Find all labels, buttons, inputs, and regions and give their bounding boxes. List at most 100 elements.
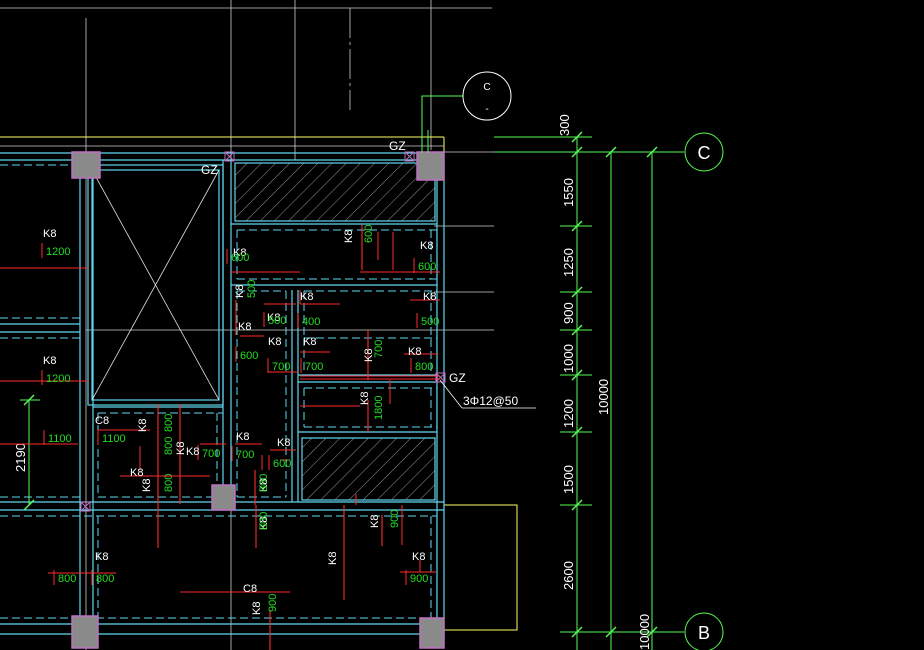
slab-mark-value: 700 — [305, 361, 323, 373]
slab-mark: C8 1100 — [95, 415, 150, 445]
dim-1000: 1000 — [561, 344, 576, 373]
dim-1200: 1200 — [561, 399, 576, 428]
slab-mark-value: 1100 — [102, 433, 126, 445]
axis-bubble-c-right: C — [684, 132, 724, 172]
rebar-note: 3Φ12@50 — [300, 375, 536, 409]
slab-mark-value: 700 — [236, 449, 254, 461]
slab-mark-value: 800 — [163, 414, 175, 432]
slab-mark-code: K8 — [363, 349, 375, 362]
slab-mark-value: 800 — [96, 573, 114, 585]
column — [211, 484, 236, 511]
dim-2600: 2600 — [561, 561, 576, 590]
gz-label-top: GZ — [389, 139, 406, 153]
slab-mark-code: K8 — [141, 479, 153, 492]
slab-mark-code: K8 — [359, 392, 371, 405]
slab-mark-value: 700 — [373, 340, 385, 358]
slab-mark: K8 700 — [300, 336, 330, 373]
slab-mark-code: C8 — [243, 583, 257, 595]
slab-mark: K8 1200 — [0, 228, 88, 269]
column — [416, 151, 445, 181]
slab-mark-code: K8 — [343, 230, 355, 243]
slab-mark-code: K8 — [268, 336, 281, 348]
slab-mark-code: K8 — [327, 552, 339, 565]
slab-mark-code: K8 — [137, 419, 149, 432]
column — [71, 151, 101, 179]
slab-mark-code: K8 — [412, 551, 425, 563]
slab-mark-code: K8 — [43, 228, 56, 240]
column — [419, 617, 445, 649]
axis-bubble-c-top-label: C — [483, 82, 490, 93]
slab-mark-value: 900 — [389, 510, 401, 528]
slab-mark-value: 800 — [415, 361, 433, 373]
slab-mark-value: 800 — [258, 474, 270, 492]
slab-mark-value: 600 — [273, 458, 291, 470]
dim-1250: 1250 — [561, 248, 576, 277]
dim-1500: 1500 — [561, 465, 576, 494]
axis-bubble-b-right: B — [684, 612, 724, 650]
slab-mark-value: 1200 — [46, 246, 70, 258]
gz-label-shaft: GZ — [201, 163, 218, 177]
slab-mark-code: C8 — [95, 415, 109, 427]
slab-mark-value: 500 — [246, 280, 258, 298]
slab-mark-code: K8 — [233, 247, 246, 259]
shaft-cross — [91, 169, 220, 401]
slab-mark-code: K8 — [300, 291, 313, 303]
axis-bubble-c-right-label: C — [698, 143, 711, 163]
slab-mark-code: K8 — [267, 312, 280, 324]
dim-900: 900 — [561, 302, 576, 324]
slab-mark: K8 900 — [369, 510, 401, 546]
slab-mark-code: K8 — [175, 442, 187, 455]
slab-mark-code: K8 — [258, 517, 270, 530]
axis-bubble-c-top: C - — [421, 71, 512, 153]
slab-mark-value: 700 — [202, 448, 220, 460]
columns — [71, 151, 445, 649]
slab-mark: K8 — [327, 505, 345, 600]
axis-bubble-b-right-label: B — [698, 623, 710, 643]
slab-mark-value: 1200 — [46, 373, 70, 385]
slab-mark-code: K8 — [277, 437, 290, 449]
slab-mark-value: 600 — [240, 350, 258, 362]
slab-mark-code: K8 — [238, 321, 251, 333]
slab-mark-value: 500 — [421, 316, 439, 328]
slab-mark-value: 800 — [258, 512, 270, 530]
axis-bubble-c-top-sub: - — [485, 104, 488, 115]
slab-mark-code: K8 — [95, 551, 108, 563]
dimension-texts: 300 1550 1250 900 1000 1200 1500 2600 10… — [557, 114, 652, 650]
dimension-chain — [494, 131, 684, 650]
dim-total-bottom: 10000 — [637, 614, 652, 650]
slab-mark: K8 600 — [235, 321, 264, 362]
slab-mark: K8 500 — [234, 280, 258, 335]
slab-mark-code: K8 — [369, 515, 381, 528]
left-dimension: 2190 — [13, 394, 40, 511]
dim-total: 10000 — [596, 379, 611, 415]
slab-mark-code: K8 — [408, 346, 421, 358]
slab-mark: C8 — [180, 583, 290, 595]
slab-mark-code: K8 — [303, 336, 316, 348]
slab-mark-value: 600 — [363, 225, 375, 243]
hatched-opening-top — [234, 162, 436, 222]
slab-mark-value: 600 — [418, 261, 436, 273]
gz-marks — [80, 151, 446, 512]
slab-mark: K8 — [120, 467, 210, 479]
slab-mark-value: 800 — [58, 573, 76, 585]
slab-mark: K8 600 — [343, 225, 375, 270]
